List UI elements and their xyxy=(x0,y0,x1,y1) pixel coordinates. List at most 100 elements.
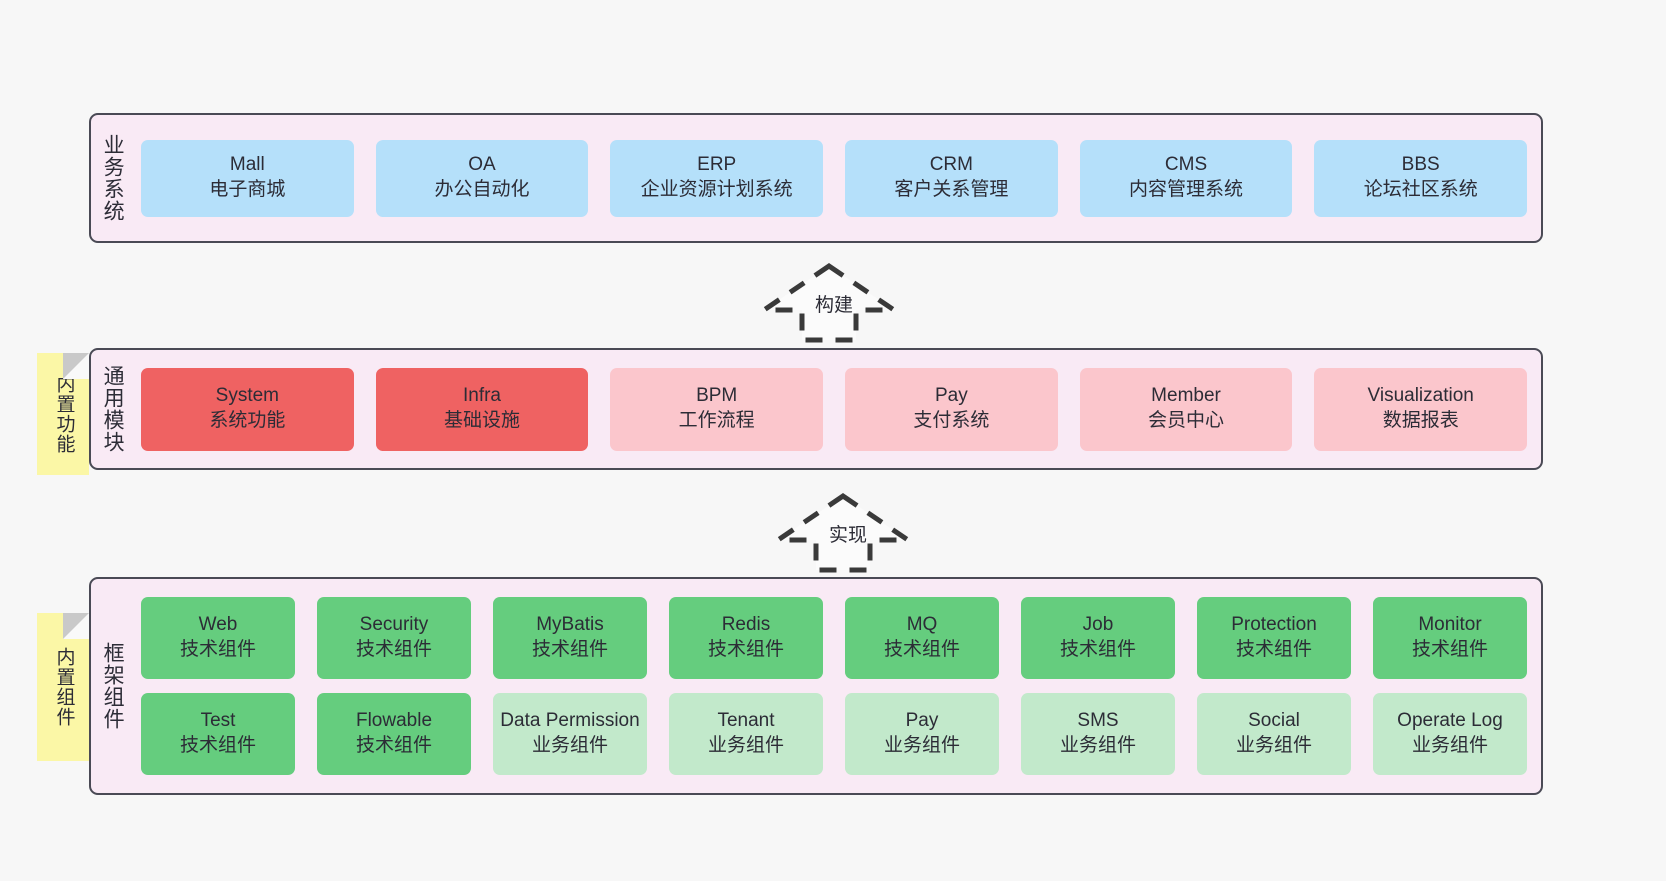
card-row: System 系统功能 Infra 基础设施 BPM 工作流程 Pay 支付系统… xyxy=(141,367,1528,451)
card-subtitle: 工作流程 xyxy=(678,410,755,431)
card-flowable[interactable]: Flowable 技术组件 xyxy=(317,693,471,775)
card-subtitle: 业务组件 xyxy=(1235,735,1312,756)
card-subtitle: 业务组件 xyxy=(883,735,960,756)
layer-body-common: System 系统功能 Infra 基础设施 BPM 工作流程 Pay 支付系统… xyxy=(133,350,1541,468)
card-title: MyBatis xyxy=(536,614,604,636)
card-title: Data Permission xyxy=(500,710,640,732)
card-data-permission[interactable]: Data Permission 业务组件 xyxy=(493,693,647,775)
card-subtitle: 技术组件 xyxy=(179,639,256,660)
card-title: Security xyxy=(359,614,429,636)
card-title: OA xyxy=(468,154,496,176)
card-pay-business[interactable]: Pay 业务组件 xyxy=(845,693,999,775)
layer-body-business: Mall 电子商城 OA 办公自动化 ERP 企业资源计划系统 CRM 客户关系… xyxy=(133,115,1541,241)
connector-label-implement: 实现 xyxy=(829,525,868,546)
card-title: BPM xyxy=(696,385,738,407)
card-title: Visualization xyxy=(1367,385,1474,407)
card-mybatis[interactable]: MyBatis 技术组件 xyxy=(493,597,647,679)
card-title: Member xyxy=(1151,385,1221,407)
card-oa[interactable]: OA 办公自动化 xyxy=(375,139,589,217)
card-title: Mall xyxy=(229,154,265,176)
card-bbs[interactable]: BBS 论坛社区系统 xyxy=(1314,139,1528,217)
card-system[interactable]: System 系统功能 xyxy=(141,367,354,451)
layer-title-business: 业务系统 xyxy=(101,134,125,222)
layer-business-systems: 业务系统 Mall 电子商城 OA 办公自动化 ERP 企业资源计划系统 CRM… xyxy=(89,113,1543,243)
card-subtitle: 业务组件 xyxy=(531,735,608,756)
card-subtitle: 论坛社区系统 xyxy=(1363,179,1478,200)
card-title: MQ xyxy=(906,614,938,636)
note-builtin-components: 内置组件 xyxy=(37,613,89,761)
card-infra[interactable]: Infra 基础设施 xyxy=(375,367,589,451)
card-mq[interactable]: MQ 技术组件 xyxy=(845,597,999,679)
card-title: Operate Log xyxy=(1397,710,1503,732)
card-title: Social xyxy=(1248,710,1300,732)
card-subtitle: 基础设施 xyxy=(444,410,521,431)
card-subtitle: 技术组件 xyxy=(1059,639,1136,660)
card-subtitle: 业务组件 xyxy=(1411,735,1488,756)
card-subtitle: 技术组件 xyxy=(883,639,960,660)
card-tenant[interactable]: Tenant 业务组件 xyxy=(669,693,823,775)
card-subtitle: 技术组件 xyxy=(531,639,608,660)
card-test[interactable]: Test 技术组件 xyxy=(141,693,295,775)
card-subtitle: 系统功能 xyxy=(209,410,286,431)
card-crm[interactable]: CRM 客户关系管理 xyxy=(845,139,1058,217)
layer-title-common: 通用模块 xyxy=(101,365,125,453)
card-subtitle: 技术组件 xyxy=(1411,639,1488,660)
card-title: System xyxy=(215,385,280,407)
card-social[interactable]: Social 业务组件 xyxy=(1197,693,1351,775)
connector-build: 构建 xyxy=(755,262,903,344)
card-row: Test 技术组件 Flowable 技术组件 Data Permission … xyxy=(141,693,1527,775)
card-title: Job xyxy=(1082,614,1114,636)
card-title: BBS xyxy=(1401,154,1440,176)
card-title: Tenant xyxy=(717,710,775,732)
card-subtitle: 客户关系管理 xyxy=(894,179,1009,200)
card-subtitle: 业务组件 xyxy=(1059,735,1136,756)
card-cms[interactable]: CMS 内容管理系统 xyxy=(1079,139,1293,217)
note-builtin-functions: 内置功能 xyxy=(37,353,89,475)
card-title: Pay xyxy=(905,710,939,732)
card-subtitle: 电子商城 xyxy=(209,179,286,200)
card-subtitle: 企业资源计划系统 xyxy=(640,179,793,200)
card-redis[interactable]: Redis 技术组件 xyxy=(669,597,823,679)
card-title: Protection xyxy=(1231,614,1317,636)
card-title: CRM xyxy=(929,154,973,176)
card-monitor[interactable]: Monitor 技术组件 xyxy=(1373,597,1527,679)
card-mall[interactable]: Mall 电子商城 xyxy=(141,139,354,217)
card-row: Web 技术组件 Security 技术组件 MyBatis 技术组件 Redi… xyxy=(141,597,1527,679)
card-bpm[interactable]: BPM 工作流程 xyxy=(610,367,824,451)
card-erp[interactable]: ERP 企业资源计划系统 xyxy=(610,139,824,217)
card-security[interactable]: Security 技术组件 xyxy=(317,597,471,679)
card-subtitle: 技术组件 xyxy=(355,735,432,756)
card-title: ERP xyxy=(697,154,737,176)
card-title: Web xyxy=(198,614,238,636)
connector-implement: 实现 xyxy=(769,492,917,574)
card-subtitle: 技术组件 xyxy=(1235,639,1312,660)
card-title: Monitor xyxy=(1418,614,1482,636)
card-title: Test xyxy=(200,710,236,732)
card-job[interactable]: Job 技术组件 xyxy=(1021,597,1175,679)
card-web[interactable]: Web 技术组件 xyxy=(141,597,295,679)
card-subtitle: 办公自动化 xyxy=(434,179,530,200)
card-title: Flowable xyxy=(355,710,433,732)
layer-framework-components: 框架组件 Web 技术组件 Security 技术组件 MyBatis 技术组件… xyxy=(89,577,1543,795)
card-operate-log[interactable]: Operate Log 业务组件 xyxy=(1373,693,1527,775)
card-pay[interactable]: Pay 支付系统 xyxy=(845,367,1058,451)
card-subtitle: 技术组件 xyxy=(179,735,256,756)
card-sms[interactable]: SMS 业务组件 xyxy=(1021,693,1175,775)
dashed-hollow-arrow-up-icon xyxy=(755,262,903,343)
card-row: Mall 电子商城 OA 办公自动化 ERP 企业资源计划系统 CRM 客户关系… xyxy=(141,139,1528,217)
card-title: CMS xyxy=(1164,154,1208,176)
card-title: Pay xyxy=(934,385,968,407)
card-subtitle: 技术组件 xyxy=(707,639,784,660)
card-subtitle: 数据报表 xyxy=(1382,410,1459,431)
card-title: Redis xyxy=(721,614,771,636)
card-protection[interactable]: Protection 技术组件 xyxy=(1197,597,1351,679)
card-subtitle: 业务组件 xyxy=(707,735,784,756)
card-member[interactable]: Member 会员中心 xyxy=(1079,367,1293,451)
card-subtitle: 内容管理系统 xyxy=(1129,179,1244,200)
note-label: 内置功能 xyxy=(53,374,75,454)
layer-title-framework: 框架组件 xyxy=(101,642,125,730)
layer-common-modules: 通用模块 System 系统功能 Infra 基础设施 BPM 工作流程 Pay… xyxy=(89,348,1543,470)
card-subtitle: 技术组件 xyxy=(355,639,432,660)
card-visualization[interactable]: Visualization 数据报表 xyxy=(1314,367,1528,451)
